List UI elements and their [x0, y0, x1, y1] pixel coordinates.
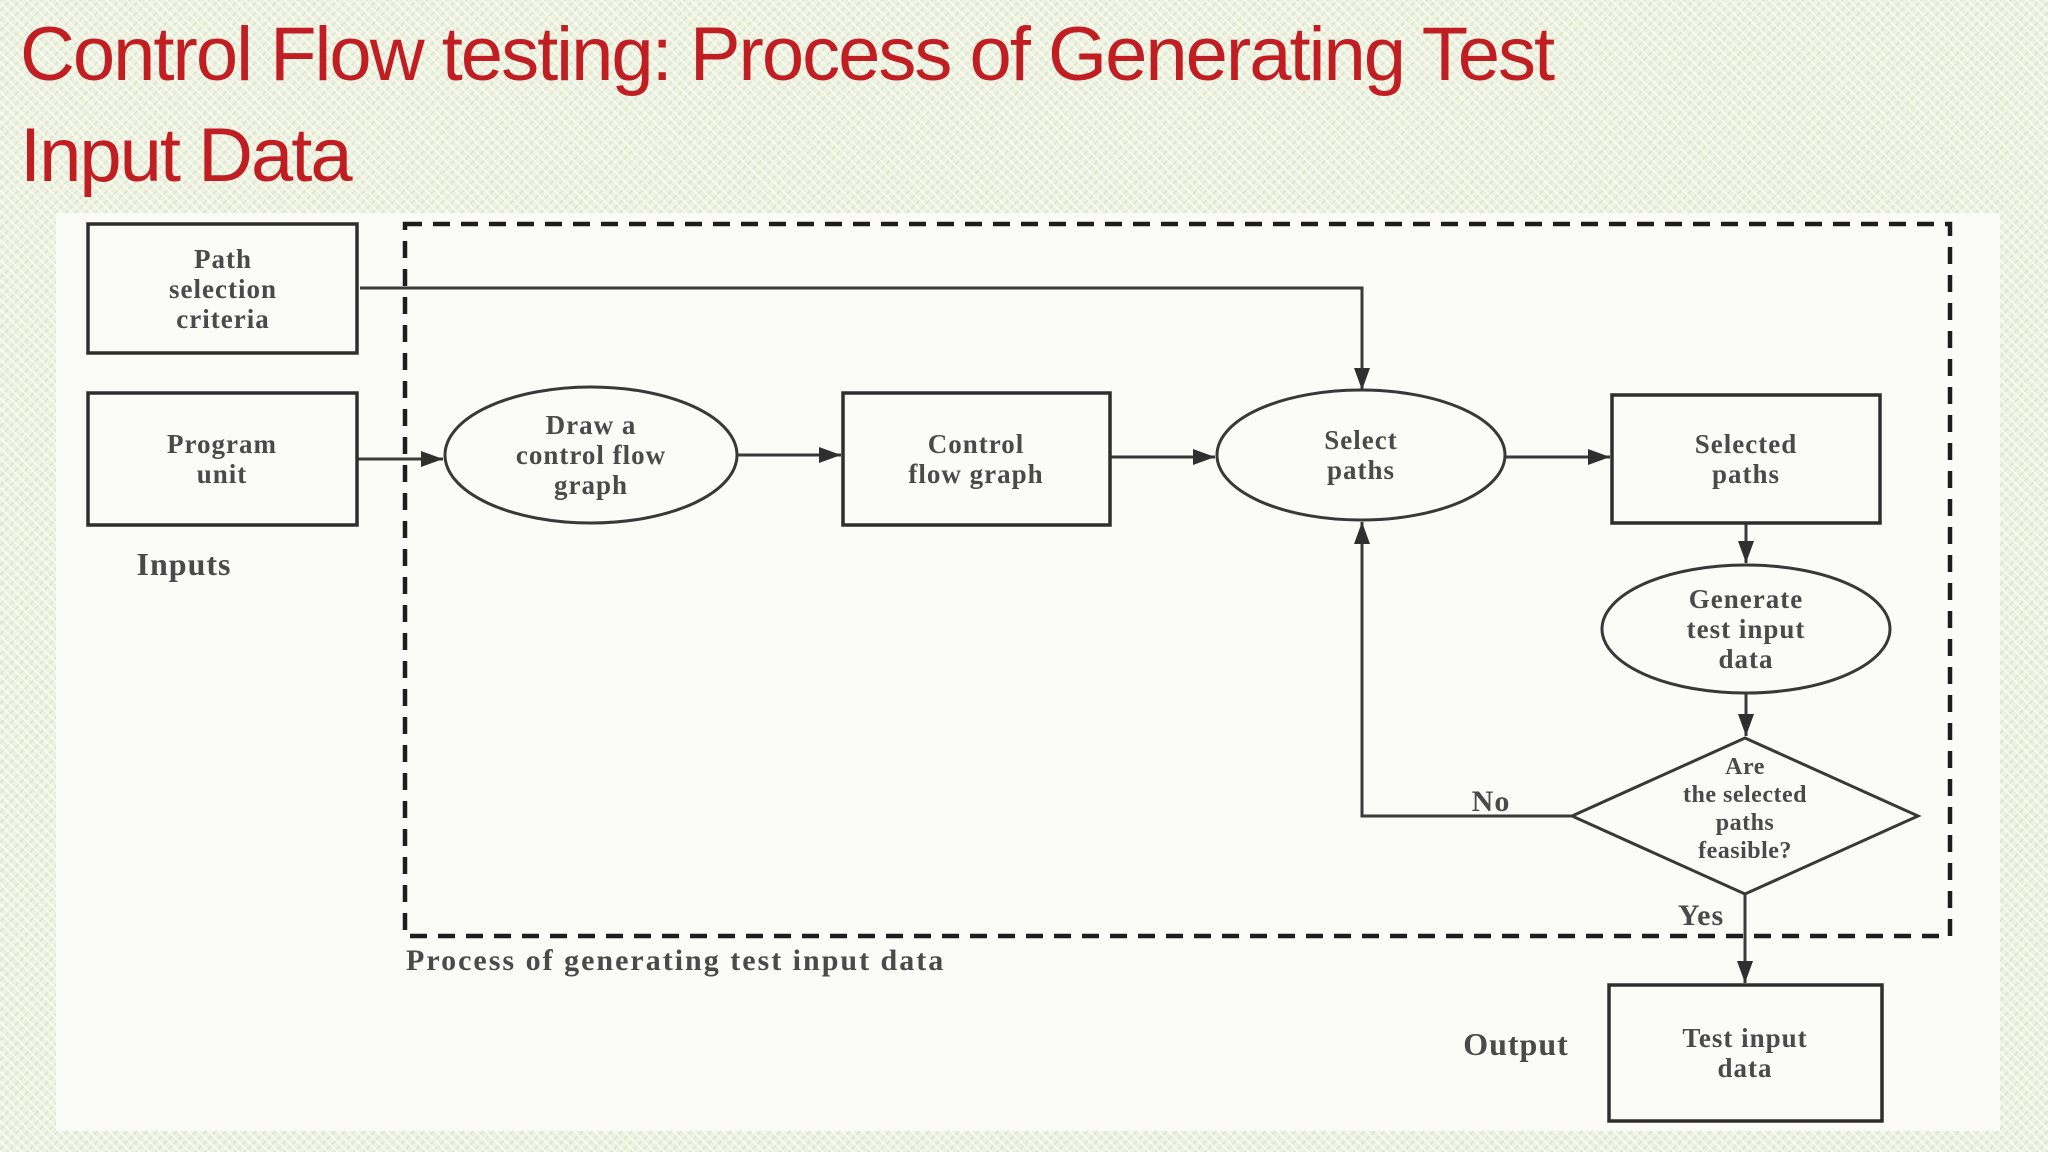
- control-flow-graph-label: Control: [928, 429, 1025, 459]
- path-selection-criteria-label: criteria: [176, 304, 269, 334]
- select-paths-ellipse: [1215, 388, 1507, 522]
- flowchart-diagram: Path selection criteria Program unit Inp…: [86, 221, 1953, 1123]
- process-boundary-dashed-rect: [402, 221, 1953, 939]
- selected-paths-label: paths: [1712, 459, 1780, 489]
- program-unit-label: Program: [167, 429, 277, 459]
- flowchart-scan-image: Path selection criteria Program unit Inp…: [56, 213, 2000, 1131]
- draw-control-flow-graph-ellipse: [443, 385, 739, 525]
- edge-criteria-to-select-paths: [360, 286, 1370, 390]
- yes-edge-label: Yes: [1678, 899, 1724, 932]
- page-title-line1: Control Flow testing: Process of Generat…: [20, 12, 1555, 97]
- are-paths-feasible-diamond: [1568, 736, 1922, 896]
- generate-test-input-data-label: test input: [1687, 614, 1806, 644]
- test-input-data-label: Test input: [1682, 1023, 1807, 1053]
- generate-test-input-data-label: Generate: [1689, 584, 1803, 614]
- are-paths-feasible-label: feasible?: [1698, 838, 1792, 864]
- inputs-label: Inputs: [137, 546, 232, 582]
- path-selection-criteria-box: [86, 222, 359, 355]
- test-input-data-label: data: [1717, 1053, 1772, 1083]
- test-input-data-box: [1607, 983, 1884, 1123]
- are-paths-feasible-label: the selected: [1683, 782, 1807, 808]
- path-selection-criteria-label: Path: [194, 244, 252, 274]
- control-flow-graph-label: flow graph: [908, 459, 1043, 489]
- are-paths-feasible-label: paths: [1716, 810, 1775, 836]
- draw-control-flow-graph-label: graph: [554, 470, 628, 500]
- draw-control-flow-graph-label: control flow: [516, 440, 666, 470]
- no-edge-label: No: [1472, 785, 1511, 818]
- select-paths-label: paths: [1327, 455, 1395, 485]
- program-unit-box: [86, 391, 359, 527]
- output-label: Output: [1463, 1026, 1569, 1062]
- page-title: Control Flow testing: Process of Generat…: [20, 4, 2020, 206]
- program-unit-label: unit: [197, 459, 248, 489]
- are-paths-feasible-label: Are: [1725, 754, 1765, 780]
- control-flow-graph-box: [841, 391, 1112, 527]
- generate-test-input-data-ellipse: [1600, 563, 1892, 695]
- selected-paths-box: [1610, 393, 1882, 525]
- page-title-line2: Input Data: [20, 113, 353, 198]
- process-caption: Process of generating test input data: [406, 944, 945, 977]
- path-selection-criteria-label: selection: [169, 274, 277, 304]
- draw-control-flow-graph-label: Draw a: [546, 410, 637, 440]
- select-paths-label: Select: [1324, 425, 1397, 455]
- generate-test-input-data-label: data: [1718, 644, 1773, 674]
- edge-decision-no-to-select: [1354, 522, 1572, 818]
- selected-paths-label: Selected: [1695, 429, 1797, 459]
